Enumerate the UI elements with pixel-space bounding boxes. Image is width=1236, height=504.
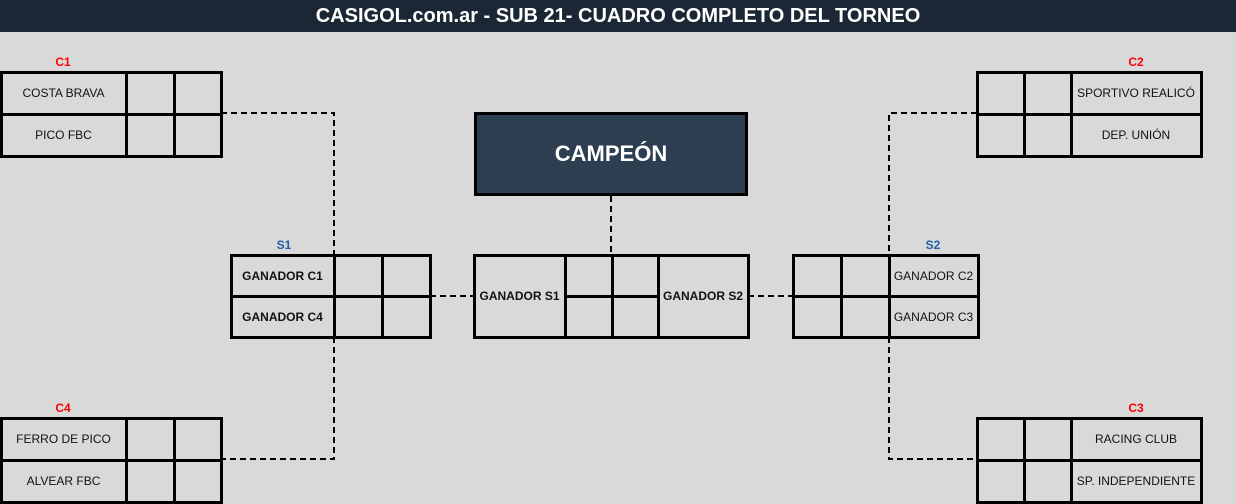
team-name-c3: RACING CLUB	[1069, 416, 1203, 462]
group-label-c3: C3	[1128, 401, 1144, 415]
score-cell	[975, 70, 1026, 116]
score-cell	[975, 416, 1026, 462]
score-cell	[124, 458, 176, 504]
semi-team-s2: GANADOR C2	[887, 253, 980, 298]
connector-c4-s1	[221, 337, 335, 460]
semi-team-s1: GANADOR C1	[229, 253, 336, 298]
score-cell	[332, 294, 384, 339]
semi-label-s1: S1	[276, 238, 292, 252]
score-cell	[839, 294, 891, 339]
score-cell	[172, 112, 223, 158]
score-cell	[172, 416, 223, 462]
semi-label-s2: S2	[925, 238, 941, 252]
score-cell	[791, 253, 843, 298]
group-label-c2: C2	[1128, 55, 1144, 69]
score-cell	[172, 70, 223, 116]
score-cell	[610, 294, 660, 339]
semi-team-s2: GANADOR C3	[887, 294, 980, 339]
score-cell	[172, 458, 223, 504]
score-cell	[839, 253, 891, 298]
final-team-s2: GANADOR S2	[656, 253, 750, 339]
team-name-c2: DEP. UNIÓN	[1069, 112, 1203, 158]
score-cell	[791, 294, 843, 339]
connector-c3-s2	[888, 337, 977, 460]
score-cell	[975, 112, 1026, 158]
score-cell	[975, 458, 1026, 504]
score-cell	[563, 253, 614, 298]
champion-title: CAMPEÓN	[474, 112, 748, 196]
score-cell	[380, 253, 432, 298]
team-name-c2: SPORTIVO REALICÓ	[1069, 70, 1203, 116]
team-name-c1: COSTA BRAVA	[0, 70, 128, 116]
team-name-c1: PICO FBC	[0, 112, 128, 158]
team-name-c4: ALVEAR FBC	[0, 458, 128, 504]
semi-team-s1: GANADOR C4	[229, 294, 336, 339]
connector-c2-s2	[888, 112, 977, 255]
group-label-c1: C1	[55, 55, 71, 69]
page-title: CASIGOL.com.ar - SUB 21- CUADRO COMPLETO…	[0, 0, 1236, 32]
score-cell	[1022, 112, 1073, 158]
score-cell	[563, 294, 614, 339]
score-cell	[124, 416, 176, 462]
group-label-c4: C4	[55, 401, 71, 415]
score-cell	[380, 294, 432, 339]
score-cell	[1022, 416, 1073, 462]
team-name-c3: SP. INDEPENDIENTE	[1069, 458, 1203, 504]
score-cell	[1022, 70, 1073, 116]
score-cell	[124, 70, 176, 116]
score-cell	[610, 253, 660, 298]
score-cell	[1022, 458, 1073, 504]
score-cell	[124, 112, 176, 158]
connector-c1-s1	[221, 112, 335, 255]
score-cell	[332, 253, 384, 298]
team-name-c4: FERRO DE PICO	[0, 416, 128, 462]
final-team-s1: GANADOR S1	[472, 253, 567, 339]
